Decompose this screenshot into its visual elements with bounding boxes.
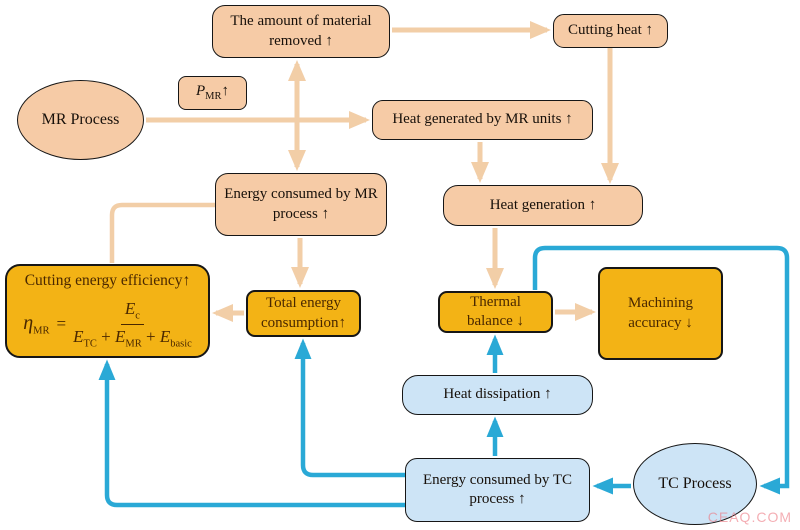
node-energy-tc: Energy consumed by TC process ↑: [405, 458, 590, 522]
formula-eta-subscript: MR: [33, 325, 50, 337]
blue-arrows: [98, 245, 790, 508]
p-mr-symbol: P: [195, 83, 206, 100]
formula-plus-1: +: [101, 326, 111, 346]
formula-lhs: ηMR: [23, 311, 49, 338]
node-cutting-heat-label: Cutting heat ↑: [568, 22, 653, 39]
node-heat-generation-label: Heat generation ↑: [489, 196, 597, 213]
node-heat-generated-units: Heat generated by MR units ↑: [372, 100, 593, 140]
node-material-removed-label: The amount of material removed ↑: [230, 13, 372, 49]
node-heat-generation: Heat generation ↑: [443, 185, 643, 226]
formula-eta: η: [23, 311, 34, 334]
efficiency-formula: ηMR = Ec ETC + EMR + Ebasic: [23, 298, 192, 351]
node-machining-accuracy-label: Machining accuracy ↓: [628, 295, 693, 331]
formula-ec-subscript: c: [135, 310, 140, 322]
formula-ec: E: [124, 298, 136, 318]
node-material-removed: The amount of material removed ↑: [212, 5, 390, 58]
node-mr-process-label: MR Process: [41, 110, 120, 128]
arrow-thermal-balance-to-tc-process: [532, 245, 790, 495]
formula-etc: E: [73, 326, 84, 346]
formula-equals: =: [56, 314, 67, 334]
p-mr-subscript: MR: [205, 91, 222, 103]
node-mr-process: MR Process: [17, 80, 144, 160]
formula-numerator: Ec: [120, 298, 144, 325]
peach-arrows: [109, 21, 619, 322]
formula-ebasic-subscript: basic: [170, 338, 192, 350]
node-total-energy: Total energy consumption↑: [246, 290, 361, 337]
node-tc-process: TC Process: [633, 443, 757, 525]
formula-denominator: ETC + EMR + Ebasic: [73, 325, 192, 351]
node-machining-accuracy: Machining accuracy ↓: [598, 267, 723, 360]
node-heat-dissipation-label: Heat dissipation ↑: [443, 386, 552, 403]
node-cutting-heat: Cutting heat ↑: [553, 14, 668, 48]
formula-etc-subscript: TC: [83, 338, 97, 350]
node-p-mr: PMR↑: [178, 76, 247, 110]
p-mr-up-arrow-icon: ↑: [221, 83, 230, 100]
formula-plus-2: +: [145, 326, 156, 346]
arrow-energy-tc-to-total-energy: [294, 338, 405, 478]
node-thermal-balance: Thermal balance ↓: [438, 291, 553, 333]
formula-ebasic: E: [159, 326, 171, 346]
formula-fraction: Ec ETC + EMR + Ebasic: [73, 298, 192, 351]
formula-emr: E: [114, 326, 126, 346]
node-energy-tc-label: Energy consumed by TC process ↑: [422, 471, 572, 507]
node-energy-mr-label: Energy consumed by MR process ↑: [224, 186, 378, 222]
node-cutting-efficiency: Cutting energy efficiency↑ ηMR = Ec ETC …: [5, 264, 210, 358]
node-energy-mr: Energy consumed by MR process ↑: [215, 173, 387, 236]
node-cutting-efficiency-title: Cutting energy efficiency↑: [24, 272, 191, 289]
arrow-energy-tc-to-efficiency: [98, 359, 405, 508]
node-thermal-balance-label: Thermal balance ↓: [466, 293, 525, 329]
link-energy-mr-to-efficiency: [109, 202, 215, 263]
node-heat-dissipation: Heat dissipation ↑: [402, 375, 593, 415]
node-total-energy-label: Total energy consumption↑: [261, 295, 346, 331]
formula-emr-subscript: MR: [125, 338, 142, 350]
watermark: CEAQ.COM: [707, 509, 792, 525]
node-heat-generated-units-label: Heat generated by MR units ↑: [392, 111, 573, 128]
node-p-mr-label: PMR↑: [196, 82, 229, 103]
node-tc-process-label: TC Process: [658, 474, 732, 492]
